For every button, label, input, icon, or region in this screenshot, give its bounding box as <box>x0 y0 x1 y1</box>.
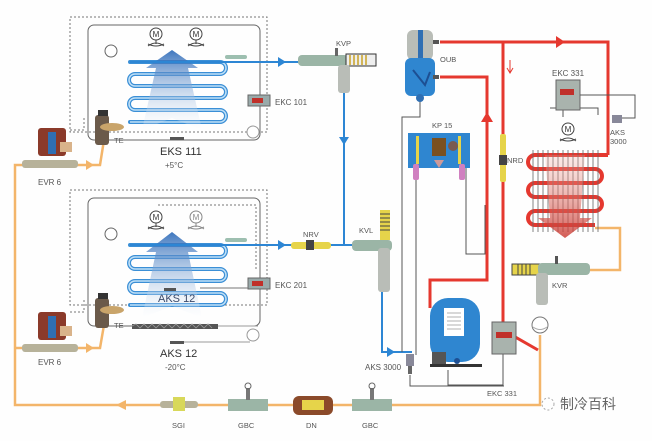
svg-text:KVP: KVP <box>336 39 351 48</box>
svg-text:EVR 6: EVR 6 <box>38 358 62 367</box>
svg-text:GBC: GBC <box>362 421 379 430</box>
svg-text:M: M <box>193 30 200 39</box>
pressure-transmitter-aks-3000-condenser[interactable]: AKS 3000 <box>610 115 627 146</box>
svg-text:TE: TE <box>114 136 124 145</box>
expansion-valve-te-top[interactable]: TE <box>95 110 124 145</box>
compressor[interactable] <box>430 298 482 367</box>
filter-drier-dn[interactable]: DN <box>293 396 333 430</box>
svg-text:EKC 101: EKC 101 <box>275 98 308 107</box>
svg-text:AKS: AKS <box>610 128 625 137</box>
svg-text:M: M <box>193 213 200 222</box>
wiring <box>401 90 599 387</box>
svg-text:KP 15: KP 15 <box>432 121 452 130</box>
svg-text:M: M <box>153 213 160 222</box>
valve-kvp[interactable]: KVP <box>298 39 377 93</box>
svg-text:EKC 331: EKC 331 <box>487 389 517 398</box>
sight-glass-sgi[interactable]: SGI <box>160 397 198 430</box>
check-valve-nrv[interactable]: NRV <box>291 230 331 250</box>
fan-motor-top-2: M <box>187 27 205 47</box>
temperature-label-bottom: -20°C <box>165 363 186 372</box>
sensor-label-eks-111: EKS 111 <box>160 146 202 158</box>
expansion-valve-te-bottom[interactable]: TE <box>95 293 124 330</box>
svg-text:EKC 331: EKC 331 <box>552 69 585 78</box>
valve-kvl[interactable]: KVL <box>352 210 392 292</box>
flow-arrow-discharge <box>556 36 565 48</box>
receiver-sight-glass <box>531 316 549 334</box>
airflow-arrow-top <box>142 50 202 130</box>
flow-arrow-liquid-bottom <box>86 343 94 353</box>
svg-text:制冷百科: 制冷百科 <box>560 397 616 413</box>
controller-ekc-331-condenser[interactable]: EKC 331 <box>552 69 585 111</box>
ball-valve-gbc-2[interactable]: GBC <box>352 382 392 430</box>
svg-text:DN: DN <box>306 421 317 430</box>
svg-text:M: M <box>565 125 572 134</box>
svg-text:KVL: KVL <box>359 226 373 235</box>
flow-arrow-liquid <box>116 400 126 410</box>
svg-text:NRD: NRD <box>507 156 524 165</box>
svg-text:EVR 6: EVR 6 <box>38 178 62 187</box>
fan-motor-condenser: M <box>559 122 577 142</box>
evaporator-top <box>69 16 268 141</box>
pressure-transmitter-aks-3000-suction[interactable]: AKS 3000 <box>365 354 414 374</box>
sensor-label-aks-12: AKS 12 <box>160 348 197 360</box>
airflow-arrow-condenser <box>538 155 592 238</box>
temperature-label-top: +5°C <box>165 161 183 170</box>
solenoid-valve-evr6-bottom[interactable]: EVR 6 <box>22 312 78 367</box>
controller-ekc-331-compressor[interactable]: EKC 331 <box>487 321 517 398</box>
svg-text:OUB: OUB <box>440 55 456 64</box>
flow-arrow-liquid-top <box>86 160 94 170</box>
watermark: 制冷百科 <box>541 397 616 413</box>
svg-text:KVR: KVR <box>552 281 568 290</box>
svg-text:M: M <box>153 30 160 39</box>
controller-ekc-101[interactable]: EKC 101 <box>247 94 308 107</box>
fan-motor-bottom-2: M <box>187 210 205 230</box>
fan-motor-bottom-1: M <box>147 210 165 230</box>
svg-text:3000: 3000 <box>610 137 627 146</box>
valve-kvr[interactable]: KVR <box>511 256 590 305</box>
ball-valve-gbc-1[interactable]: GBC <box>228 382 268 430</box>
svg-text:SGI: SGI <box>172 421 185 430</box>
evaporator-bottom <box>69 189 268 344</box>
svg-text:EKC 201: EKC 201 <box>275 281 308 290</box>
pressure-switch-kp15[interactable]: KP 15 <box>408 121 470 180</box>
fan-motor-top-1: M <box>147 27 165 47</box>
sensor-label-aks-12-inner: AKS 12 <box>158 293 195 305</box>
controller-ekc-201[interactable]: EKC 201 <box>200 277 308 290</box>
svg-text:GBC: GBC <box>238 421 255 430</box>
flow-arrow-discharge-up <box>481 112 493 122</box>
svg-text:NRV: NRV <box>303 230 319 239</box>
svg-text:TE: TE <box>114 321 124 330</box>
solenoid-valve-evr6-top[interactable]: EVR 6 <box>22 128 78 187</box>
airflow-arrow-bottom <box>142 232 202 318</box>
svg-text:AKS 3000: AKS 3000 <box>365 363 402 372</box>
check-valve-nrd[interactable]: NRD <box>499 134 524 182</box>
oil-separator-oub[interactable]: OUB <box>405 30 456 102</box>
condenser <box>526 150 608 238</box>
